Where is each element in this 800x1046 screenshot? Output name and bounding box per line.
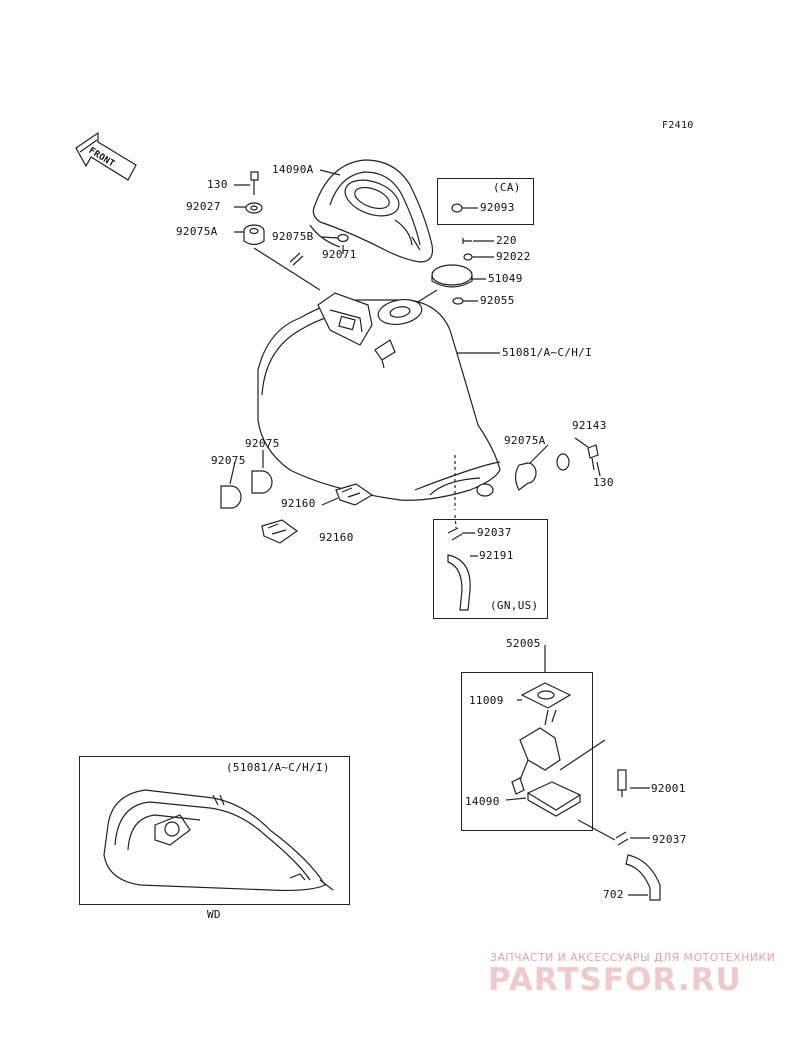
part-label-92075a-top: 92075A	[176, 225, 218, 238]
cap-51049	[431, 264, 473, 286]
part-label-92143: 92143	[572, 419, 607, 432]
damper-92075a-top	[243, 224, 265, 246]
fuel-pump-52005	[511, 682, 582, 817]
part-label-130-right: 130	[593, 476, 614, 489]
o-ring-92055	[452, 297, 464, 305]
wd-tank-side-view	[103, 789, 334, 892]
part-label-11009: 11009	[469, 694, 504, 707]
ca-callout-box	[437, 178, 534, 225]
gnus-callout-box	[433, 519, 548, 619]
bolt-130-right	[587, 444, 599, 471]
pad-92160	[261, 483, 374, 544]
part-label-702: 702	[603, 888, 624, 901]
part-label-51081: 51081/A~C/H/I	[502, 346, 592, 359]
bolt-130-top	[250, 171, 259, 195]
wd-label: WD	[207, 908, 221, 921]
part-label-220: 220	[496, 234, 517, 247]
fuel-tank-51081	[257, 292, 501, 510]
part-label-92160-a: 92160	[281, 497, 316, 510]
pump-assembly-box	[461, 672, 593, 831]
part-label-92075b: 92075B	[272, 230, 314, 243]
part-label-92001: 92001	[651, 782, 686, 795]
part-label-92027: 92027	[186, 200, 221, 213]
part-label-92075-b: 92075	[211, 454, 246, 467]
watermark-tagline: ЗАПЧАСТИ И АКСЕССУАРЫ ДЛЯ МОТОТЕХНИКИ	[490, 951, 776, 964]
part-label-14090a: 14090A	[272, 163, 314, 176]
damper-92075a-right	[514, 462, 537, 491]
wd-variant-box	[79, 756, 350, 905]
part-label-92075-a: 92075	[245, 437, 280, 450]
part-label-92160-b: 92160	[319, 531, 354, 544]
part-label-92075a-right: 92075A	[504, 434, 546, 447]
part-label-92022: 92022	[496, 250, 531, 263]
part-label-130-top: 130	[207, 178, 228, 191]
part-label-92037-top: 92037	[477, 526, 512, 539]
part-label-92191: 92191	[479, 549, 514, 562]
front-arrow-icon	[75, 131, 137, 181]
part-label-92037-bottom: 92037	[652, 833, 687, 846]
part-label-14090: 14090	[465, 795, 500, 808]
part-label-92071: 92071	[322, 248, 357, 261]
part-label-92093: 92093	[480, 201, 515, 214]
part-label-52005: 52005	[506, 637, 541, 650]
wd-box-note: (51081/A~C/H/I)	[226, 761, 330, 774]
gnus-box-note: (GN,US)	[490, 599, 539, 612]
figure-code: F2410	[662, 120, 694, 131]
damper-92075-left	[220, 470, 273, 509]
ca-box-title: (CA)	[493, 181, 521, 194]
watermark-logo: PARTSFOR.RU	[488, 962, 742, 998]
console-cover-14090a	[309, 159, 434, 263]
part-label-92055: 92055	[480, 294, 515, 307]
part-label-51049: 51049	[488, 272, 523, 285]
